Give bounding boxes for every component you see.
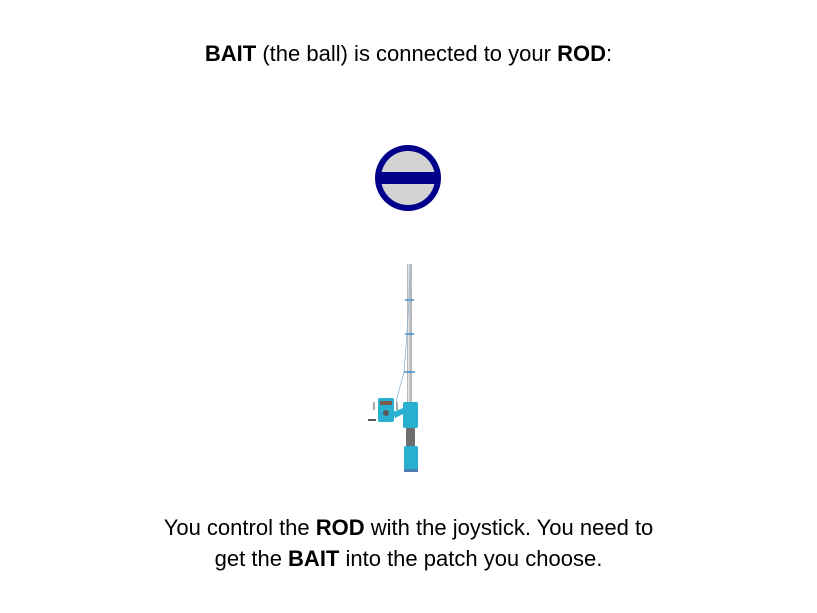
caption-line1-before: You control the — [163, 515, 316, 540]
caption-line2-after: into the patch you choose. — [339, 546, 603, 571]
instruction-title: BAIT (the ball) is connected to your ROD… — [0, 40, 817, 68]
bait-word: BAIT — [204, 41, 257, 66]
instruction-caption: You control the ROD with the joystick. Y… — [0, 512, 817, 574]
rod-word: ROD — [557, 41, 606, 66]
title-colon: : — [605, 41, 613, 66]
caption-line-2: get the BAIT into the patch you choose. — [0, 543, 817, 574]
caption-line-1: You control the ROD with the joystick. Y… — [0, 512, 817, 543]
caption-line1-after: with the joystick. You need to — [364, 515, 654, 540]
caption-rod-word: ROD — [315, 515, 365, 540]
bait-ball-icon — [375, 145, 441, 211]
caption-bait-word: BAIT — [288, 546, 340, 571]
caption-line2-before: get the — [214, 546, 289, 571]
title-middle-text: (the ball) is connected to your — [256, 41, 558, 66]
fishing-rod-icon — [368, 264, 418, 472]
